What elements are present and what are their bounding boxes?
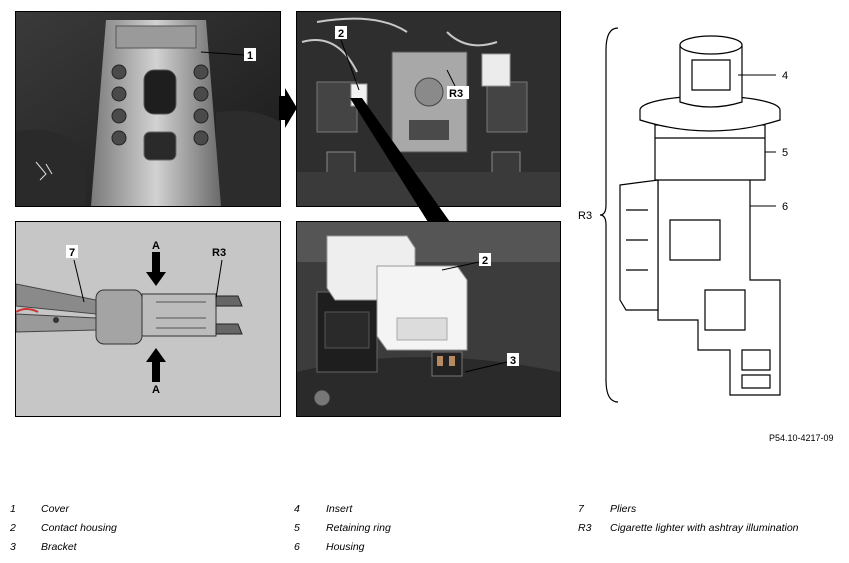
legend-text: Bracket [41, 541, 77, 553]
callout-r3-exploded: R3 [578, 210, 592, 222]
press-arrow-icon [146, 252, 166, 382]
legend-text: Retaining ring [326, 522, 391, 534]
legend-num: 2 [10, 522, 16, 534]
legend-text: Cigarette lighter with ashtray illuminat… [610, 522, 799, 534]
zoom-indicator [350, 98, 450, 222]
callout-arrow-a-top: A [152, 240, 160, 252]
callout-bracket: 3 [510, 355, 516, 367]
legend-num: 7 [578, 503, 584, 515]
legend-num: 5 [294, 522, 300, 534]
legend-num: 1 [10, 503, 16, 515]
exploded-drawing: 4 5 6 R3 [578, 27, 788, 403]
callout-r3-top: R3 [449, 88, 463, 100]
callout-contact-housing-top: 2 [338, 28, 344, 40]
legend-num: 4 [294, 503, 300, 515]
photo-center-console: 1 [15, 11, 281, 207]
photo-connector-area: 2 R3 [296, 11, 561, 207]
figure-reference: P54.10-4217-09 [769, 433, 834, 443]
callout-retaining-ring: 5 [782, 147, 788, 159]
callout-arrow-a-bottom: A [152, 384, 160, 396]
callout-cover: 1 [247, 50, 253, 62]
callout-housing: 6 [782, 201, 788, 213]
legend-text: Insert [326, 503, 353, 515]
arrow-right-icon [279, 88, 297, 128]
legend-num: 6 [294, 541, 300, 553]
legend-text: Cover [41, 503, 70, 515]
callout-contact-housing-detail: 2 [482, 255, 488, 267]
callout-pliers: 7 [69, 247, 75, 259]
callout-insert: 4 [782, 70, 788, 82]
legend-num: R3 [578, 522, 592, 534]
legend-num: 3 [10, 541, 16, 553]
legend-text: Pliers [610, 503, 637, 515]
legend-text: Contact housing [41, 522, 117, 534]
photo-contact-housing-detail: 2 3 [296, 221, 561, 417]
photo-pliers: 7 A A R3 [15, 221, 281, 417]
legend-text: Housing [326, 541, 365, 553]
callout-r3-pliers: R3 [212, 247, 226, 259]
